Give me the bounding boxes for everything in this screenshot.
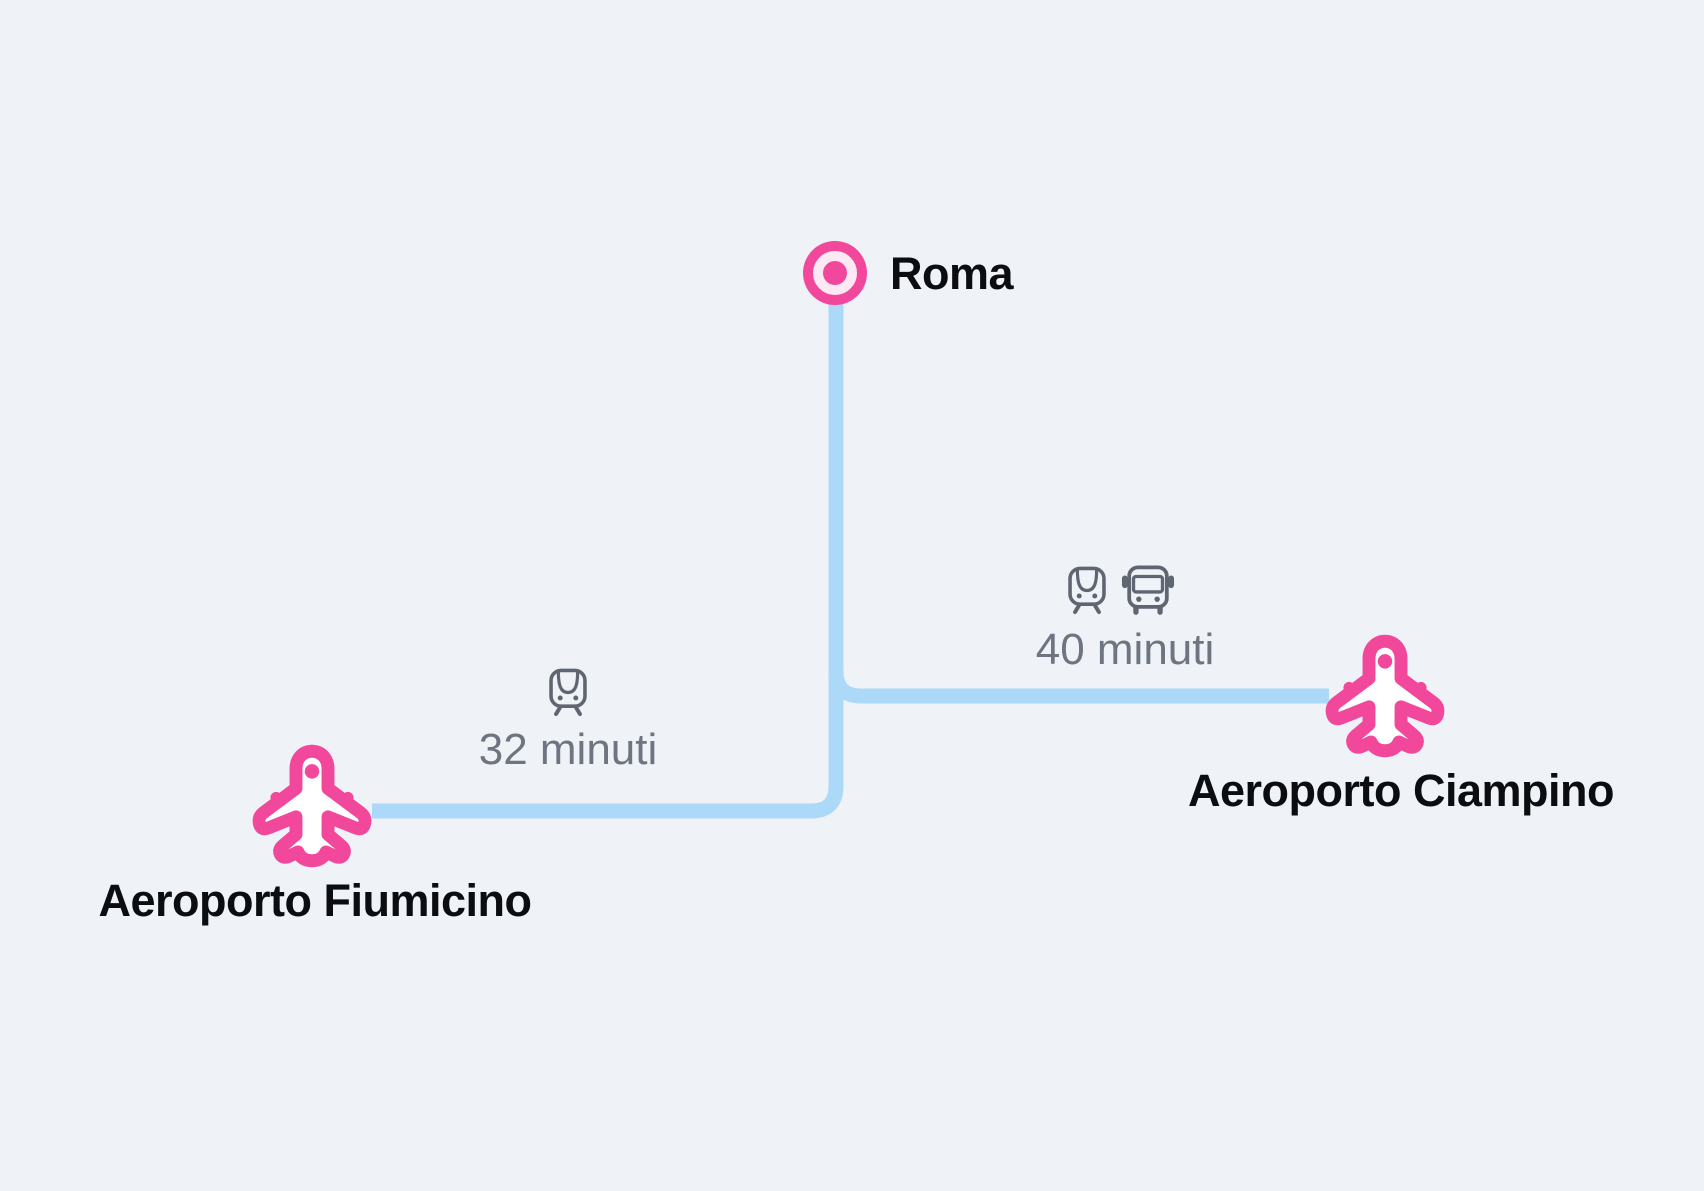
airplane-icon	[252, 744, 372, 868]
route-line-ciampino	[828, 670, 1329, 704]
airplane-icon	[1325, 634, 1445, 758]
fiumicino-duration: 32 minuti	[478, 725, 658, 774]
bus-icon	[1121, 565, 1175, 615]
route-line-fiumicino	[372, 280, 844, 819]
station-ring-marker	[803, 241, 867, 305]
fiumicino-label: Aeroporto Fiumicino	[98, 875, 533, 926]
ciampino-label: Aeroporto Ciampino	[1188, 765, 1615, 816]
ciampino-duration: 40 minuti	[1035, 625, 1215, 674]
train-icon	[549, 668, 587, 717]
roma-label: Roma	[890, 248, 1014, 299]
train-icon	[1068, 566, 1106, 615]
